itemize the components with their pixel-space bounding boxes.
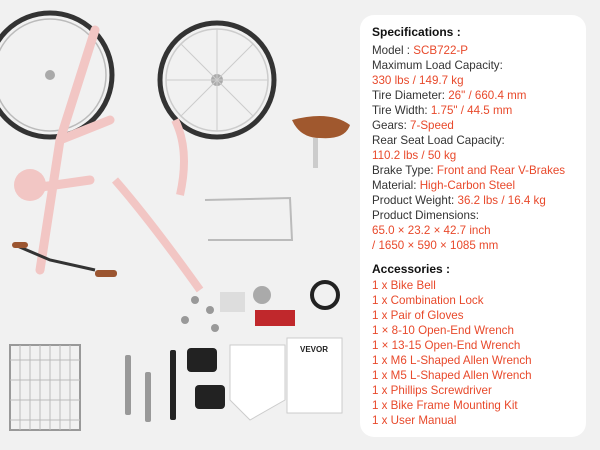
accessory-item: 1 × 13-15 Open-End Wrench [372,339,521,352]
spec-value: 330 lbs / 149.7 kg [372,74,464,87]
spec-brake: Brake Type: Front and Rear V-Brakes [372,163,565,178]
spec-value: / 1650 × 590 × 1085 mm [372,239,499,252]
spec-label: Gears: [372,119,411,132]
spec-label: Tire Width: [372,104,431,117]
spec-value: 1.75" / 44.5 mm [430,104,513,117]
spec-model: Model : SCB722-P [372,43,468,58]
accessory-item: 1 x Combination Lock [372,294,484,307]
accessory-item: 1 x Bike Frame Mounting Kit [372,399,518,412]
front-wheel [0,10,115,140]
accessory-item: 1 × 8-10 Open-End Wrench [372,324,514,337]
saddle [292,116,350,168]
spec-label: Tire Diameter: [372,89,449,102]
specifications-heading: Specifications : [372,25,461,39]
specifications-panel: Specifications : Model : SCB722-P Maximu… [360,15,586,437]
accessories-parts: VEVOR [125,280,343,422]
product-illustration: VEVOR [0,10,350,431]
accessory-item: 1 x M5 L-Shaped Allen Wrench [372,369,532,382]
spec-label: Material: [372,179,420,192]
fenders [111,118,294,293]
spec-tire-width: Tire Width: 1.75" / 44.5 mm [372,103,512,118]
spec-value: High-Carbon Steel [419,179,516,192]
spec-value: Front and Rear V-Brakes [436,164,566,177]
spec-label: Product Weight: [372,194,458,207]
spec-gears: Gears: 7-Speed [372,118,454,133]
spec-value: 110.2 lbs / 50 kg [372,149,457,162]
spec-value: 26" / 660.4 mm [448,89,527,102]
accessory-item: 1 x Bike Bell [372,279,436,292]
accessories-heading: Accessories : [372,262,451,276]
accessory-item: 1 x User Manual [372,414,457,427]
accessory-item: 1 x M6 L-Shaped Allen Wrench [372,354,532,367]
spec-material: Material: High-Carbon Steel [372,178,515,193]
spec-value: 65.0 × 23.2 × 42.7 inch [372,224,491,237]
basket [9,344,81,431]
accessory-item: 1 x Phillips Screwdriver [372,384,492,397]
accessory-item: 1 x Pair of Gloves [372,309,464,322]
spec-label: Maximum Load Capacity: [372,59,503,72]
rear-wheel [157,20,277,140]
spec-weight: Product Weight: 36.2 lbs / 16.4 kg [372,193,546,208]
spec-tire-diameter: Tire Diameter: 26" / 660.4 mm [372,88,526,103]
svg-text:VEVOR: VEVOR [300,345,328,354]
spec-label: Brake Type: [372,164,437,177]
bike-frame [12,25,117,277]
spec-label: Product Dimensions: [372,209,479,222]
spec-label: Rear Seat Load Capacity: [372,134,505,147]
spec-value: SCB722-P [413,44,469,57]
spec-value: 7-Speed [410,119,454,132]
spec-value: 36.2 lbs / 16.4 kg [457,194,546,207]
spec-label: Model : [372,44,414,57]
